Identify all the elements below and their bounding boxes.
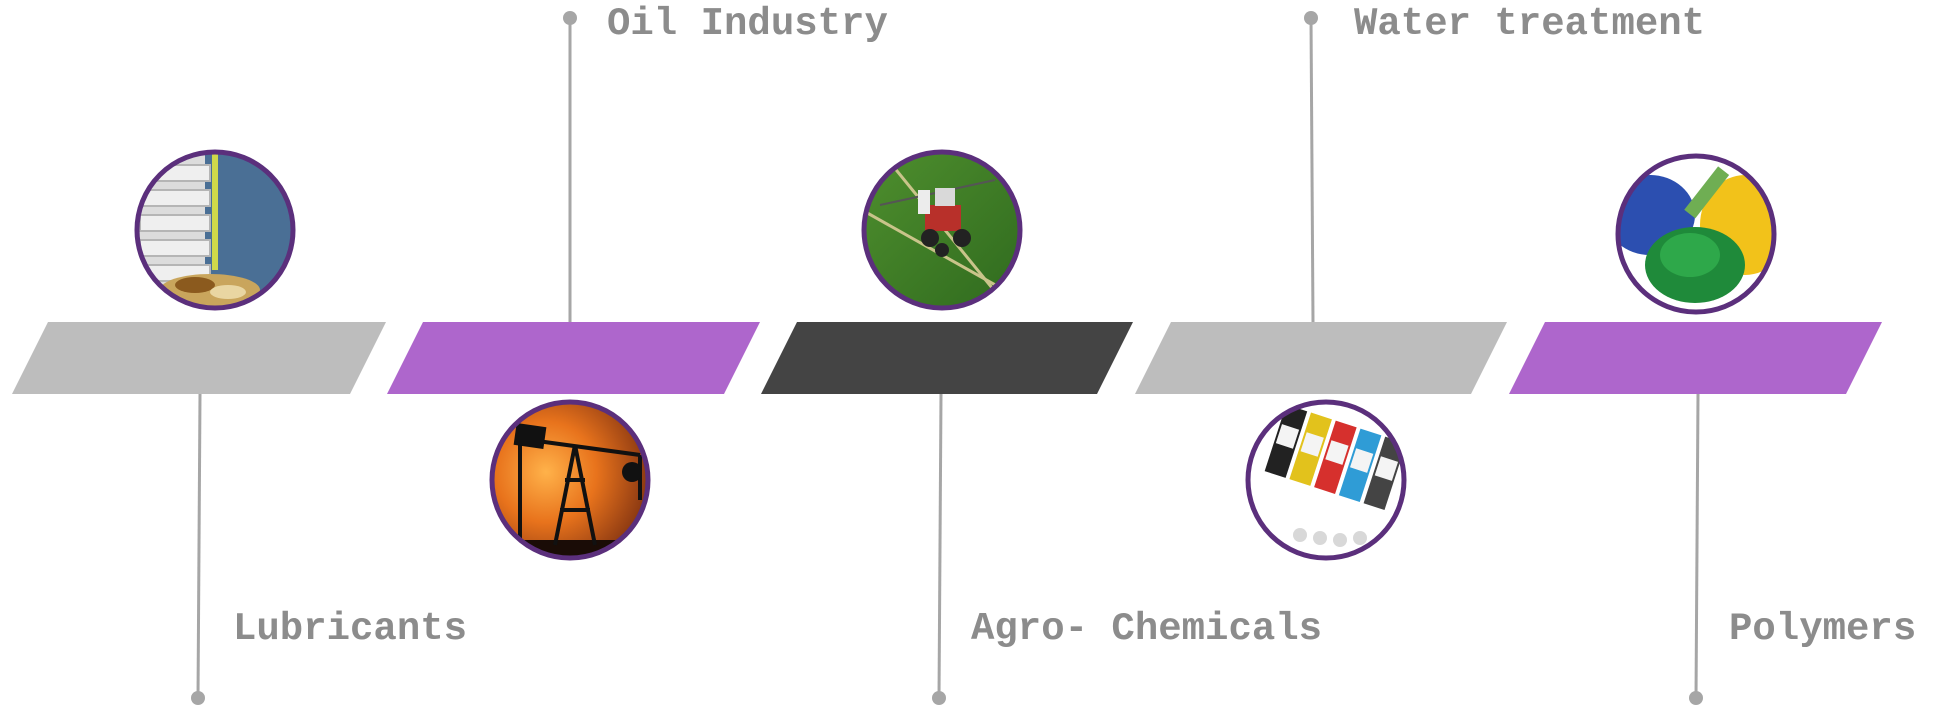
polymers-image	[1615, 153, 1777, 315]
connector-agro-chemicals	[937, 393, 943, 699]
agro-chemicals-image	[861, 149, 1023, 311]
connector-dots	[191, 11, 1703, 705]
connector-polymers	[1694, 393, 1700, 699]
dot-water-treatment	[1304, 11, 1318, 25]
label-agro-chemicals: Agro- Chemicals	[971, 607, 1323, 651]
segment-5-purple	[1509, 322, 1882, 394]
segment-4-gray	[1135, 322, 1507, 394]
segment-3-dark	[761, 322, 1133, 394]
connector-lubricants	[196, 393, 202, 699]
dot-lubricants	[191, 691, 205, 705]
dot-agro-chemicals	[932, 691, 946, 705]
label-lubricants: Lubricants	[233, 607, 468, 651]
connector-water-treatment	[1309, 17, 1315, 323]
segment-1-gray	[12, 322, 386, 394]
connector-lines	[196, 17, 1700, 699]
dot-oil-industry	[563, 11, 577, 25]
timeline-band	[12, 322, 1882, 394]
lubricants-image	[134, 149, 296, 311]
dot-polymers	[1689, 691, 1703, 705]
segment-2-purple	[387, 322, 760, 394]
label-oil-industry: Oil Industry	[607, 2, 888, 46]
label-water-treatment: Water treatment	[1354, 2, 1706, 46]
water-treatment-image	[1245, 399, 1407, 561]
oil-industry-image	[489, 399, 651, 561]
label-polymers: Polymers	[1729, 607, 1917, 651]
